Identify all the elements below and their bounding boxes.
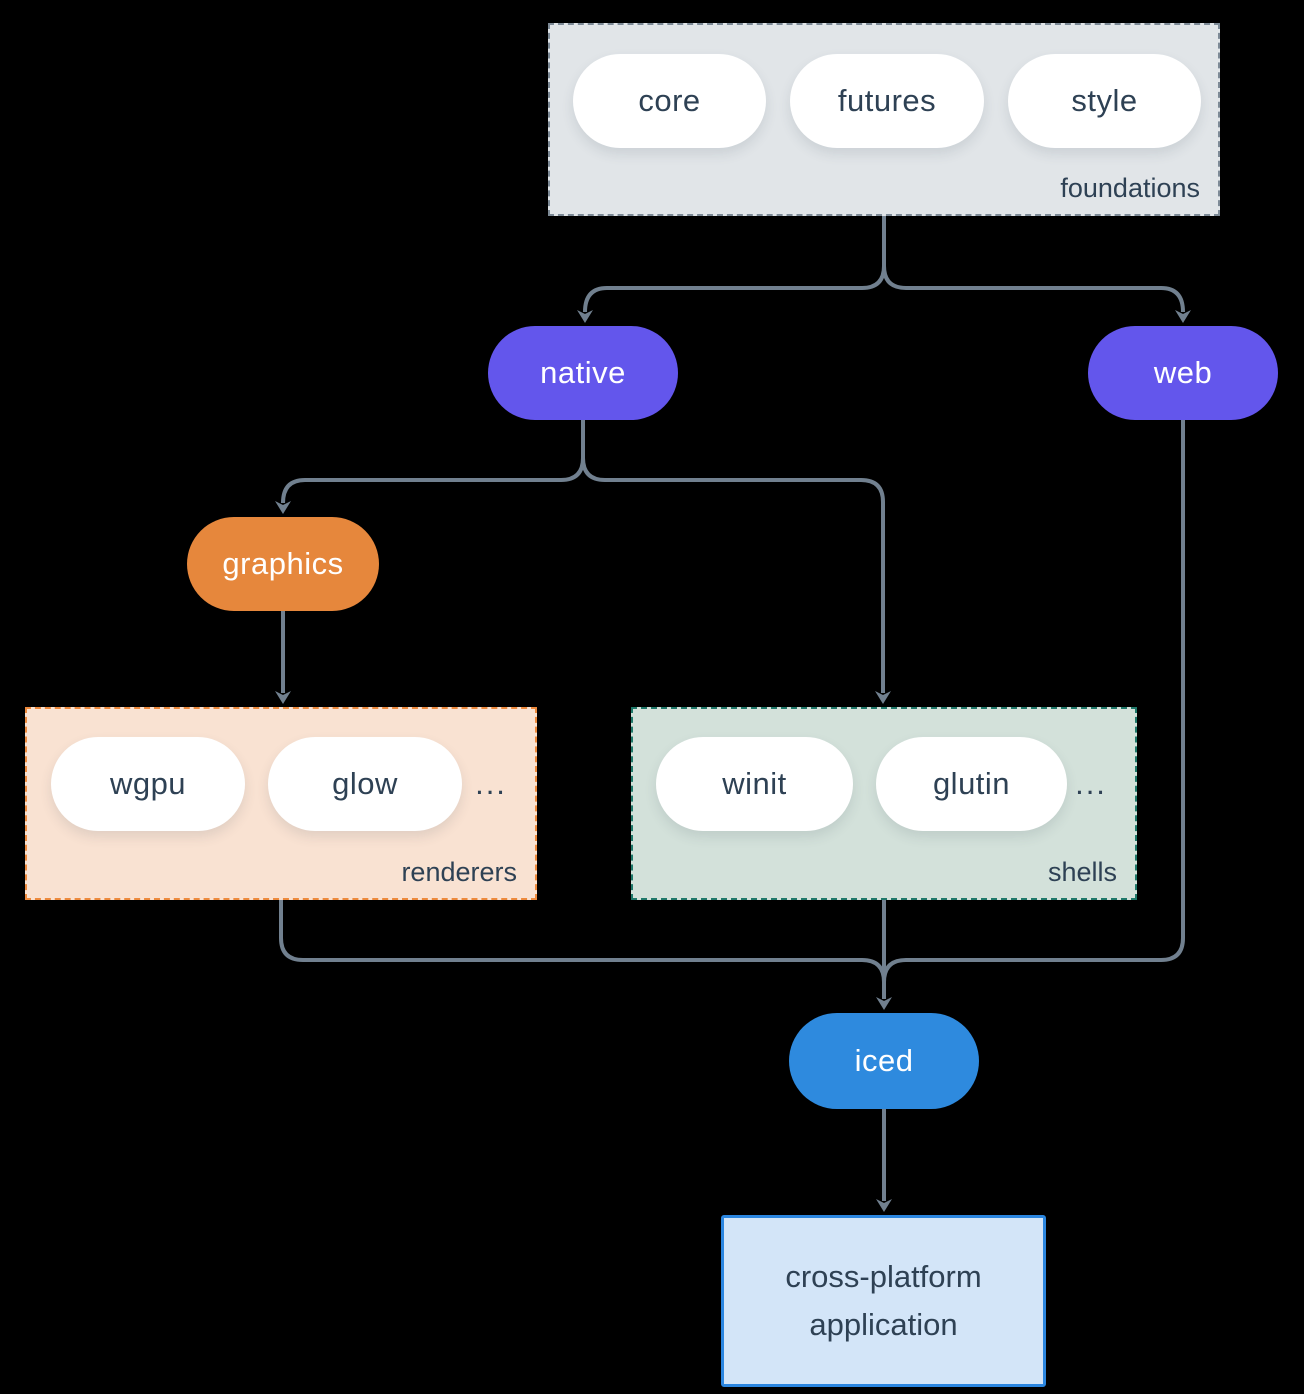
node-glutin: glutin — [876, 737, 1067, 831]
node-futures: futures — [790, 54, 984, 148]
application-label-line1: cross-platform — [785, 1258, 982, 1294]
node-application: cross-platform application — [721, 1215, 1046, 1387]
node-wgpu: wgpu — [51, 737, 245, 831]
edge-foundations-native — [583, 265, 886, 313]
foundations-group: core futures style foundations — [548, 23, 1220, 216]
shells-label: shells — [1047, 857, 1117, 887]
arrowhead-renderers — [275, 691, 291, 704]
edge-native-graphics — [281, 457, 585, 504]
node-web: web — [1088, 326, 1278, 420]
node-glow: glow — [268, 737, 462, 831]
shells-group: winit glutin ... shells — [631, 707, 1137, 900]
renderers-label: renderers — [401, 857, 517, 887]
edge-renderers-iced — [279, 900, 886, 983]
arrowhead-iced — [876, 997, 892, 1010]
edge-web-iced — [882, 420, 1185, 983]
node-style: style — [1008, 54, 1201, 148]
node-core: core — [573, 54, 766, 148]
arrowhead-web — [1175, 310, 1191, 323]
node-winit: winit — [656, 737, 853, 831]
node-graphics: graphics — [187, 517, 379, 611]
edge-native-shells — [581, 457, 885, 693]
application-label-line2: application — [809, 1307, 958, 1342]
edge-foundations-web — [882, 265, 1185, 313]
renderers-group: wgpu glow ... renderers — [25, 707, 537, 900]
shells-ellipsis: ... — [1075, 766, 1107, 801]
arrowhead-shells — [875, 691, 891, 704]
arrowhead-native — [577, 310, 593, 323]
node-iced: iced — [789, 1013, 979, 1109]
foundations-label: foundations — [1060, 173, 1200, 203]
arrowhead-graphics — [275, 501, 291, 514]
arrowhead-application — [876, 1199, 892, 1212]
renderers-ellipsis: ... — [475, 766, 507, 801]
node-native: native — [488, 326, 678, 420]
